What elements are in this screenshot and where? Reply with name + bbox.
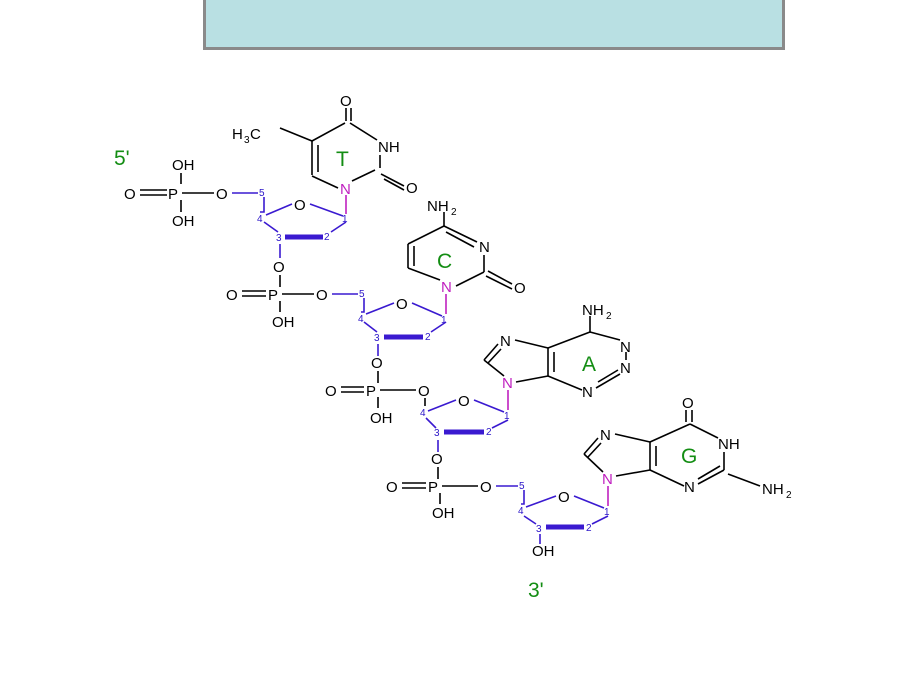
svg-text:OH: OH xyxy=(532,543,555,560)
deoxyribose-1: 4 O 1 3 2 xyxy=(257,195,348,258)
svg-text:N: N xyxy=(620,339,631,356)
title-bar xyxy=(203,0,785,50)
phosphate-group-4: O O P OH O 5 xyxy=(386,451,525,522)
svg-text:O: O xyxy=(396,296,408,313)
svg-text:O: O xyxy=(371,355,383,372)
svg-text:3: 3 xyxy=(276,233,282,244)
svg-text:O: O xyxy=(316,287,328,304)
svg-text:O: O xyxy=(558,489,570,506)
phosphate-group-3: O O P OH O xyxy=(325,355,430,427)
svg-text:1: 1 xyxy=(342,214,348,225)
nucleotide-thymine: OH O P OH O 5 4 O 1 3 2 xyxy=(124,93,418,258)
svg-text:3: 3 xyxy=(374,333,380,344)
svg-text:O: O xyxy=(480,479,492,496)
svg-text:O: O xyxy=(386,479,398,496)
svg-text:2: 2 xyxy=(451,207,457,218)
svg-text:NH: NH xyxy=(582,302,604,319)
base-guanine: N N O NH N NH 2 G xyxy=(583,395,792,501)
svg-text:N: N xyxy=(602,471,613,488)
svg-text:O: O xyxy=(340,93,352,110)
svg-text:P: P xyxy=(268,287,278,304)
base-letter-c: C xyxy=(437,250,452,273)
nucleotide-cytosine: O O P OH O 5 4 O 1 3 2 xyxy=(226,198,526,356)
phosphate-group-1: OH O P OH O 5 xyxy=(124,157,265,230)
svg-text:2: 2 xyxy=(324,232,330,243)
svg-text:2: 2 xyxy=(786,490,792,501)
svg-text:O: O xyxy=(514,280,526,297)
svg-text:O: O xyxy=(216,186,228,203)
nucleotide-adenine: O O P OH O 4 O 1 3 2 N xyxy=(325,302,631,452)
svg-text:5: 5 xyxy=(259,188,265,199)
svg-text:N: N xyxy=(500,333,511,350)
svg-text:N: N xyxy=(340,181,351,198)
base-cytosine: N N O NH 2 C xyxy=(407,198,526,297)
svg-text:3: 3 xyxy=(536,524,542,535)
svg-text:4: 4 xyxy=(518,506,524,517)
five-prime-label: 5' xyxy=(114,147,130,170)
svg-text:O: O xyxy=(682,395,694,412)
svg-text:2: 2 xyxy=(486,427,492,438)
svg-text:N: N xyxy=(684,479,695,496)
base-letter-a: A xyxy=(582,353,596,376)
svg-text:O: O xyxy=(418,383,430,400)
svg-text:O: O xyxy=(226,287,238,304)
svg-text:N: N xyxy=(479,239,490,256)
svg-text:N: N xyxy=(502,375,513,392)
svg-text:NH: NH xyxy=(427,198,449,215)
svg-text:5: 5 xyxy=(359,289,365,300)
svg-text:5: 5 xyxy=(519,481,525,492)
svg-text:P: P xyxy=(428,479,438,496)
svg-text:4: 4 xyxy=(358,314,364,325)
base-letter-t: T xyxy=(336,148,349,171)
svg-text:H: H xyxy=(232,126,243,143)
svg-text:OH: OH xyxy=(272,314,295,331)
base-letter-g: G xyxy=(681,445,697,468)
deoxyribose-3: 4 O 1 3 2 xyxy=(420,390,510,452)
base-thymine: N NH O H 3 C O T xyxy=(232,93,418,198)
svg-text:NH: NH xyxy=(762,481,784,498)
svg-text:2: 2 xyxy=(586,523,592,534)
svg-text:2: 2 xyxy=(606,311,612,322)
svg-text:O: O xyxy=(273,259,285,276)
deoxyribose-4: 4 O 1 3 2 OH xyxy=(518,486,610,560)
svg-text:4: 4 xyxy=(257,214,263,225)
svg-text:1: 1 xyxy=(441,315,447,326)
svg-text:2: 2 xyxy=(425,332,431,343)
svg-text:NH: NH xyxy=(718,436,740,453)
svg-text:N: N xyxy=(582,384,593,401)
svg-text:3: 3 xyxy=(434,428,440,439)
nucleotide-guanine: O O P OH O 5 4 O 1 3 2 OH xyxy=(386,395,792,560)
three-prime-label: 3' xyxy=(528,579,544,602)
svg-text:O: O xyxy=(406,180,418,197)
svg-text:NH: NH xyxy=(378,139,400,156)
svg-text:OH: OH xyxy=(172,157,195,174)
svg-text:1: 1 xyxy=(504,411,510,422)
svg-text:O: O xyxy=(325,383,337,400)
svg-text:C: C xyxy=(250,126,261,143)
svg-text:O: O xyxy=(431,451,443,468)
phosphate-group-2: O O P OH O 5 xyxy=(226,259,365,331)
deoxyribose-2: 4 O 1 3 2 xyxy=(358,294,447,356)
svg-text:O: O xyxy=(458,393,470,410)
svg-text:4: 4 xyxy=(420,408,426,419)
svg-text:N: N xyxy=(600,427,611,444)
svg-text:O: O xyxy=(124,186,136,203)
svg-text:OH: OH xyxy=(432,505,455,522)
svg-text:1: 1 xyxy=(604,507,610,518)
base-adenine: N N N N N NH 2 A xyxy=(483,302,631,401)
svg-text:N: N xyxy=(441,279,452,296)
svg-text:N: N xyxy=(620,360,631,377)
svg-text:OH: OH xyxy=(172,213,195,230)
svg-text:3: 3 xyxy=(244,135,250,146)
svg-text:OH: OH xyxy=(370,410,393,427)
svg-text:P: P xyxy=(366,383,376,400)
svg-text:P: P xyxy=(168,186,178,203)
svg-text:O: O xyxy=(294,197,306,214)
